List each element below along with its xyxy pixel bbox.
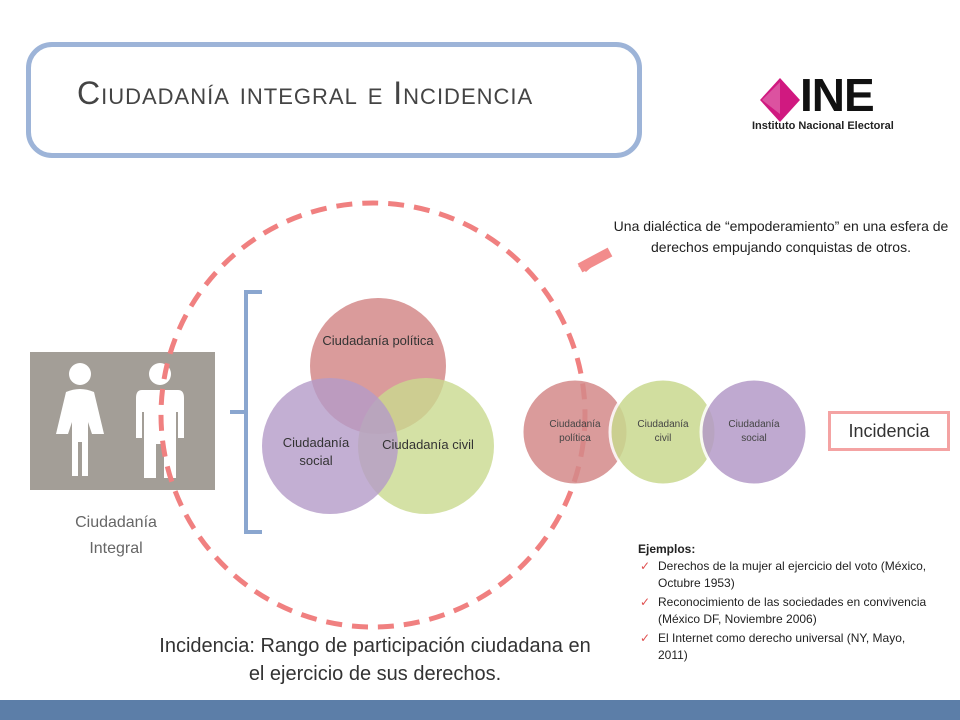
venn-label-political: Ciudadanía política — [322, 333, 434, 348]
list-item: ✓ Derechos de la mujer al ejercicio del v… — [638, 558, 938, 592]
venn-label-social: Ciudadanía social — [282, 435, 350, 468]
incidencia-definition: Incidencia: Rango de participación ciuda… — [159, 635, 591, 685]
page-title: Ciudadanía integral e Incidencia — [77, 75, 534, 111]
example-text: Reconocimiento de las sociedades en conv… — [658, 595, 927, 626]
checkmark-icon: ✓ — [640, 595, 651, 609]
list-item: ✓ El Internet como derecho universal (NY,… — [638, 630, 938, 664]
example-text: Derechos de la mujer al ejercicio del vo… — [658, 559, 927, 590]
woman-icon — [56, 363, 104, 476]
venn-circle-social — [262, 378, 398, 514]
list-item: ✓ Reconocimiento de las sociedades en con… — [638, 594, 938, 628]
examples-block: Ejemplos: ✓ Derechos de la mujer al ejerc… — [638, 542, 938, 666]
examples-title: Ejemplos: — [638, 542, 696, 556]
logo-word: INE — [800, 69, 875, 121]
incidencia-box: Incidencia — [828, 411, 950, 451]
chain-label-political: Ciudadanía política — [549, 419, 601, 444]
examples-list: ✓ Derechos de la mujer al ejercicio del v… — [638, 558, 938, 664]
dialectic-quote: Una dialéctica de “empoderamiento” en un… — [613, 218, 949, 255]
venn-circle-civil — [358, 378, 494, 514]
ine-diamond-icon — [760, 78, 800, 122]
integral-label: Ciudadanía Integral — [75, 514, 157, 557]
checkmark-icon: ✓ — [640, 559, 651, 573]
title-box: Ciudadanía integral e Incidencia — [26, 42, 642, 158]
people-panel — [30, 352, 215, 490]
checkmark-icon: ✓ — [640, 631, 651, 645]
venn-label-civil: Ciudadanía civil — [382, 437, 474, 452]
chain-label-civil: Ciudadanía civil — [637, 419, 689, 444]
logo-subtitle: Instituto Nacional Electoral — [752, 120, 894, 132]
bracket — [230, 290, 262, 534]
example-text: El Internet como derecho universal (NY, … — [658, 631, 906, 662]
ine-logo — [760, 78, 800, 122]
chain-circle-social — [699, 377, 809, 487]
footer-bar — [0, 700, 960, 720]
chain-label-social: Ciudadanía social — [728, 419, 780, 444]
